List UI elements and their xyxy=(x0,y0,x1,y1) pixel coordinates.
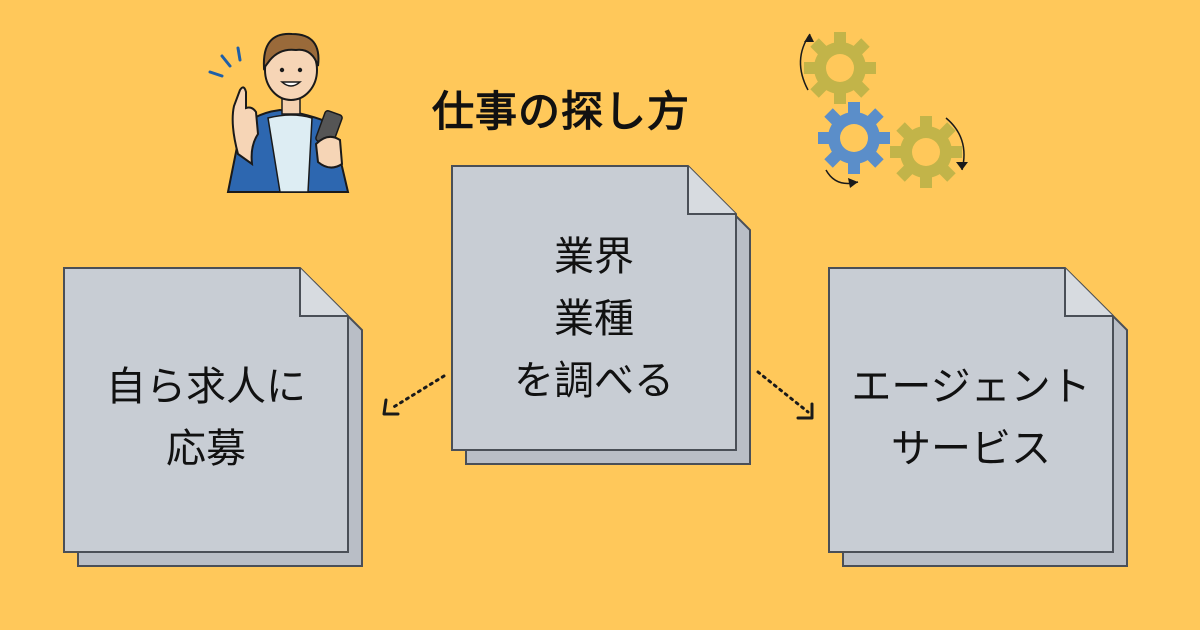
dotted-arrow-right-icon xyxy=(756,370,814,420)
right-doc-line-1: エージェント xyxy=(851,364,1091,410)
left-doc-line-2: 応募 xyxy=(166,426,246,472)
center-doc-line-2: 業種 xyxy=(554,296,634,342)
person-pointing-icon xyxy=(208,32,350,193)
diagram-title: 仕事の探し方 xyxy=(432,87,691,136)
gears-icon xyxy=(799,32,968,188)
dotted-arrow-left-icon xyxy=(382,374,446,416)
right-document: エージェント サービス xyxy=(828,267,1129,568)
center-doc-line-1: 業界 xyxy=(554,234,634,280)
right-doc-line-2: サービス xyxy=(891,426,1051,472)
center-document: 業界 業種 を調べる xyxy=(451,165,752,466)
left-doc-line-1: 自ら求人に xyxy=(106,364,306,410)
center-doc-line-3: を調べる xyxy=(514,358,674,404)
left-document: 自ら求人に 応募 xyxy=(63,267,364,568)
